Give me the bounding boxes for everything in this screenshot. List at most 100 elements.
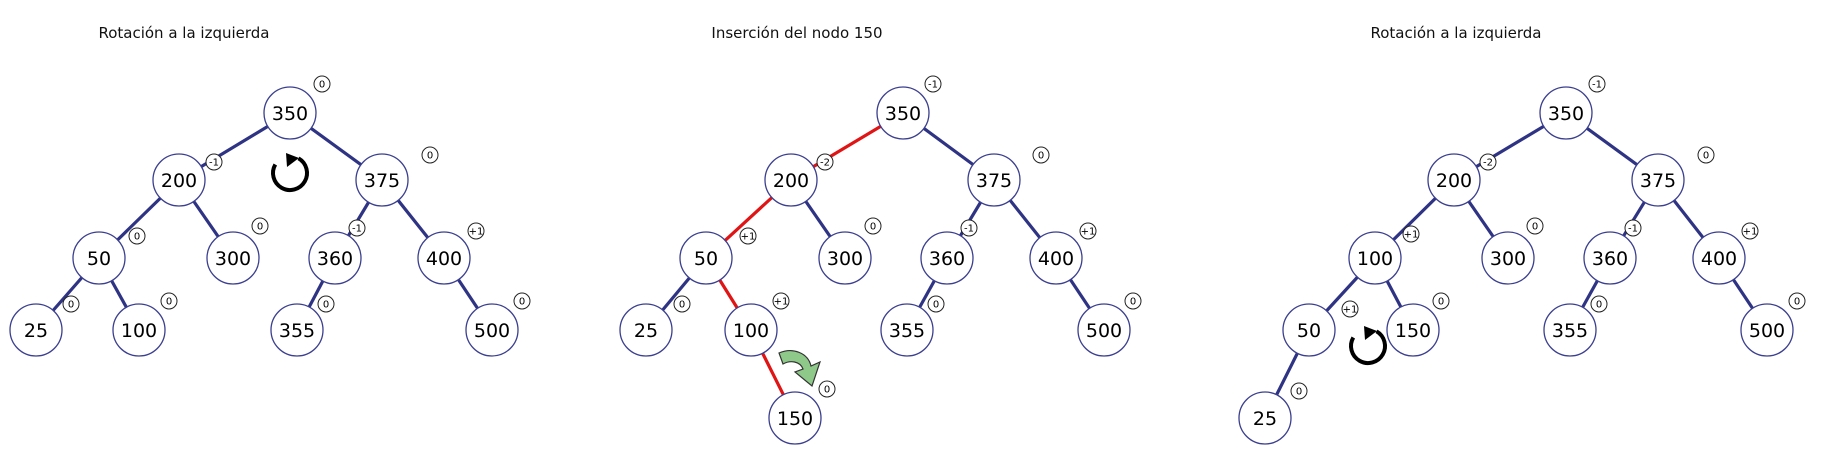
tree-node: 25 0 (619, 295, 691, 357)
balance-badge (1479, 153, 1497, 171)
tree-node: 360-1 (1583, 219, 1642, 285)
panel-title-2: Inserción del nodo 150 (711, 24, 882, 42)
node-label: 150 (777, 408, 813, 430)
balance-badge (1624, 219, 1642, 237)
balance-factor-label: 0 (134, 232, 140, 243)
node-circle (72, 231, 126, 285)
node-label: 500 (1749, 320, 1785, 342)
panel-title-1: Rotación a la izquierda (98, 24, 269, 42)
balance-badge (1124, 292, 1142, 310)
balance-badge (818, 380, 836, 398)
node-label: 350 (1548, 103, 1584, 125)
balance-factor-label: +1 (469, 227, 484, 238)
balance-factor-label: +1 (774, 297, 789, 308)
node-label: 355 (1552, 320, 1588, 342)
node-circle (9, 303, 63, 357)
node-label: 200 (773, 170, 809, 192)
balance-badge (816, 153, 834, 171)
node-circle (355, 153, 409, 207)
balance-badge (317, 295, 335, 313)
nodes-layer: 3500200-137505003000360-1400+12501000355… (9, 75, 1806, 445)
node-circle (1238, 391, 1292, 445)
tree-node: 400+1 (1692, 222, 1759, 285)
balance-badge (313, 75, 331, 93)
node-label: 400 (426, 248, 462, 270)
node-circle (920, 231, 974, 285)
node-circle (1740, 303, 1794, 357)
balance-badge (960, 219, 978, 237)
node-circle (967, 153, 1021, 207)
node-label: 25 (24, 320, 48, 342)
node-circle (619, 303, 673, 357)
balance-factor-label: 0 (1296, 387, 1302, 398)
tree-node: 100+1 (1348, 225, 1420, 285)
balance-factor-label: 0 (1130, 297, 1136, 308)
balance-factor-label: +1 (1343, 305, 1358, 316)
balance-badge (1526, 217, 1544, 235)
balance-badge (1432, 292, 1450, 310)
balance-factor-label: 0 (1703, 151, 1709, 162)
node-label: 400 (1038, 248, 1074, 270)
balance-badge (864, 217, 882, 235)
tree-node: 375 0 (967, 146, 1050, 207)
balance-factor-label: 0 (257, 222, 263, 233)
balance-factor-label: -1 (1592, 80, 1602, 91)
balance-badge (62, 295, 80, 313)
node-label: 500 (474, 320, 510, 342)
balance-badge (673, 295, 691, 313)
balance-factor-label: 0 (1038, 151, 1044, 162)
node-label: 300 (1490, 248, 1526, 270)
balance-factor-label: 0 (319, 80, 325, 91)
balance-badge (1588, 75, 1606, 93)
balance-factor-label: +1 (1081, 227, 1096, 238)
node-label: 25 (634, 320, 658, 342)
node-label: 200 (161, 170, 197, 192)
node-circle (1077, 303, 1131, 357)
balance-factor-label: 0 (1794, 297, 1800, 308)
node-label: 50 (87, 248, 111, 270)
balance-factor-label: -1 (209, 158, 219, 169)
balance-factor-label: +1 (741, 232, 756, 243)
node-label: 100 (733, 320, 769, 342)
node-circle (1543, 303, 1597, 357)
tree-node: 350-1 (876, 75, 942, 140)
balance-factor-label: -1 (352, 224, 362, 235)
curved-arrow-icon (778, 350, 821, 388)
node-circle (768, 391, 822, 445)
tree-node: 50+1 (679, 227, 757, 285)
node-circle (1583, 231, 1637, 285)
node-label: 400 (1701, 248, 1737, 270)
balance-factor-label: 0 (1596, 300, 1602, 311)
balance-badge (1788, 292, 1806, 310)
node-circle (1692, 231, 1746, 285)
balance-badge (772, 292, 790, 310)
balance-badge (1341, 300, 1359, 318)
node-label: 375 (976, 170, 1012, 192)
balance-badge (1741, 222, 1759, 240)
balance-badge (513, 292, 531, 310)
node-circle (724, 303, 778, 357)
tree-node: 250 (1238, 382, 1308, 445)
node-label: 350 (885, 103, 921, 125)
balance-factor-label: -1 (1628, 224, 1638, 235)
balance-factor-label: 0 (519, 297, 525, 308)
balance-badge (128, 227, 146, 245)
node-circle (1539, 86, 1593, 140)
balance-factor-label: 0 (824, 385, 830, 396)
node-circle (818, 231, 872, 285)
node-label: 300 (215, 248, 251, 270)
balance-factor-label: 0 (679, 300, 685, 311)
balance-factor-label: 0 (68, 300, 74, 311)
node-circle (1386, 303, 1440, 357)
node-circle (270, 303, 324, 357)
node-circle (152, 153, 206, 207)
balance-badge (1697, 146, 1715, 164)
node-label: 375 (364, 170, 400, 192)
tree-node: 200-2 (1427, 153, 1497, 207)
